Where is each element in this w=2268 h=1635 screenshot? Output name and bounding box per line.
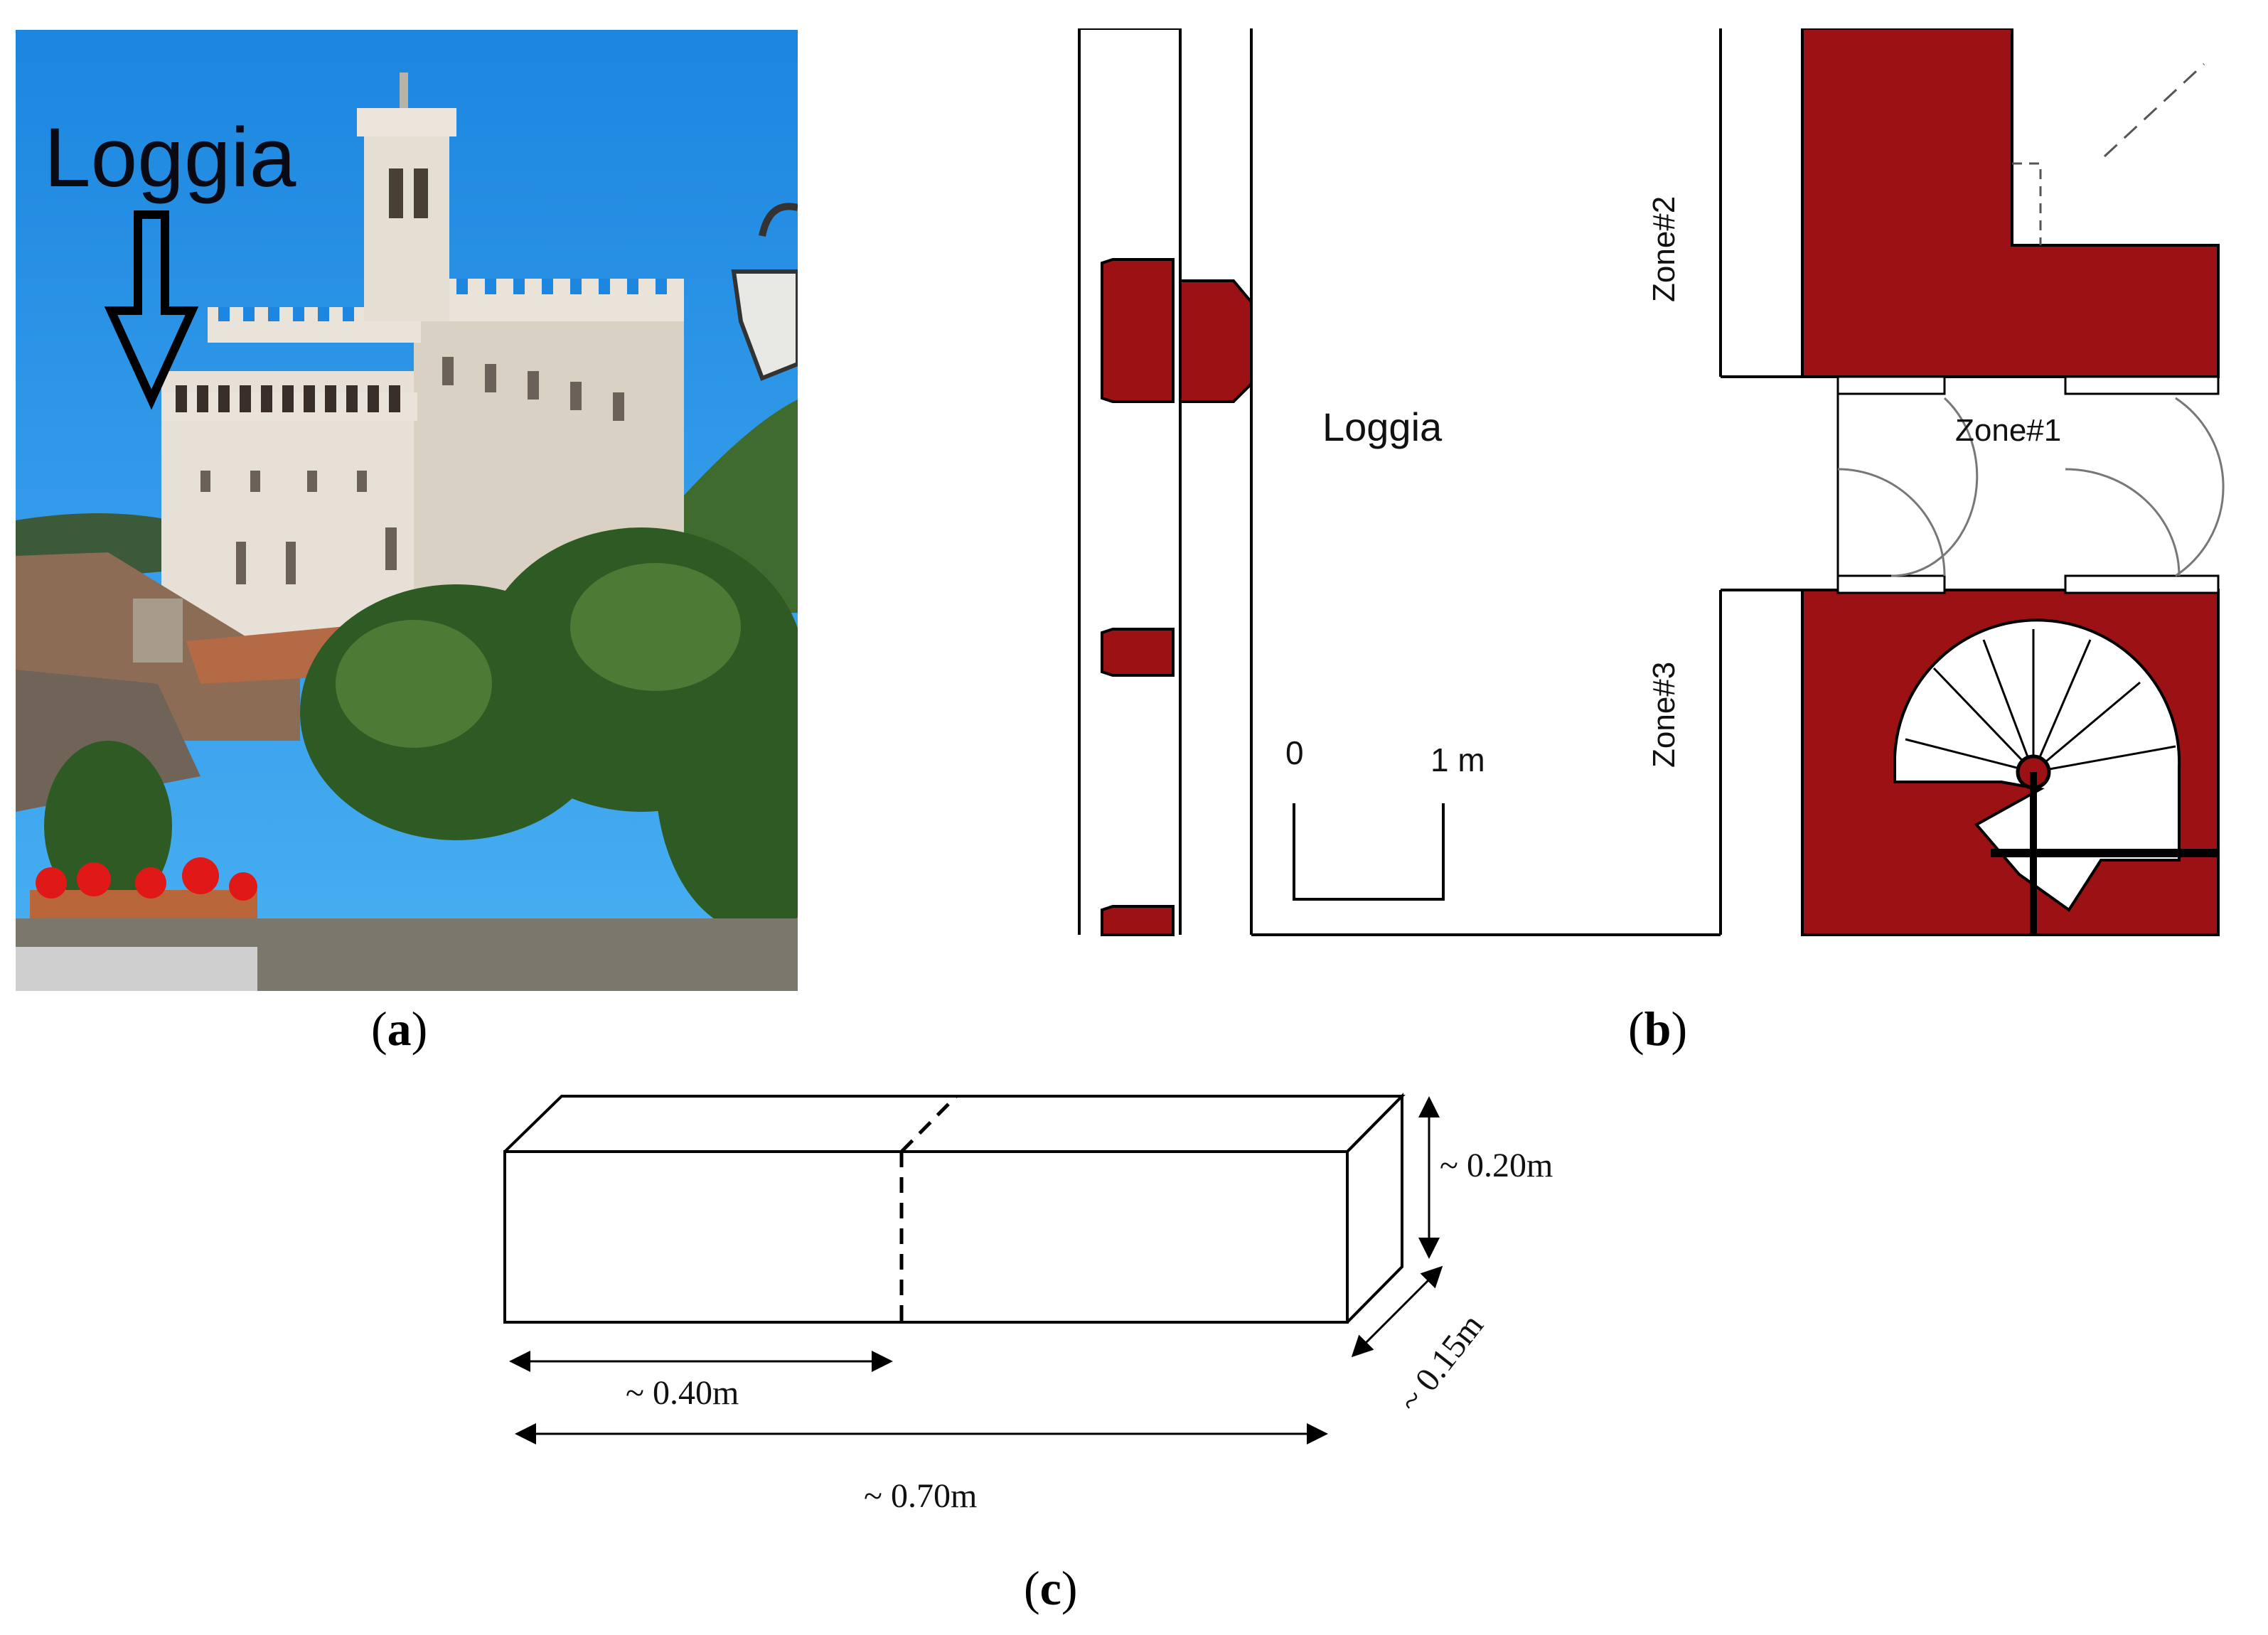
scale-end-label: 1 m xyxy=(1430,741,1485,778)
panel-label-c: (c) xyxy=(1024,1560,1078,1617)
loggia-windows xyxy=(176,385,400,412)
loggia-arrow-icon xyxy=(104,210,199,410)
split-line xyxy=(899,1095,958,1322)
dim-length-label: ~ 0.70m xyxy=(864,1477,977,1515)
photo-illustration: Loggia xyxy=(16,30,798,991)
paren-open: ( xyxy=(1024,1561,1040,1615)
block-diagram: ~ 0.20m ~ 0.15m ~ 0.40m ~ 0.70m xyxy=(503,1093,1553,1515)
wall-zone2 xyxy=(1801,28,2220,378)
photo-panel: Loggia xyxy=(16,30,798,991)
zone2-label: Zone#2 xyxy=(1647,196,1681,302)
paren-close: ) xyxy=(411,1002,428,1056)
photo-annotation: Loggia xyxy=(44,111,296,205)
panel-letter: c xyxy=(1039,1561,1061,1615)
room-label: Loggia xyxy=(1322,404,1443,449)
flower-pots xyxy=(30,857,257,918)
paren-open: ( xyxy=(371,1002,387,1056)
scale-bar xyxy=(1293,803,1445,901)
dim-partial-label: ~ 0.40m xyxy=(626,1374,739,1412)
dashed-diagonal xyxy=(2103,63,2205,158)
scale-start-label: 0 xyxy=(1285,734,1304,771)
pillars xyxy=(1101,258,1253,936)
dimension-arrows xyxy=(509,1096,1443,1444)
tower xyxy=(364,122,449,321)
paren-close: ) xyxy=(1671,1002,1688,1056)
block-outline xyxy=(503,1093,1406,1324)
panel-label-a: (a) xyxy=(371,1001,427,1057)
zone3-label: Zone#3 xyxy=(1647,662,1681,768)
street-lamp xyxy=(731,203,798,381)
dim-height-label: ~ 0.20m xyxy=(1440,1147,1553,1184)
paren-close: ) xyxy=(1061,1561,1078,1615)
panel-letter: b xyxy=(1644,1002,1671,1056)
dim-depth-label: ~ 0.15m xyxy=(1391,1307,1491,1420)
door-zone1 xyxy=(1836,375,2220,594)
zone1-label: Zone#1 xyxy=(1955,413,2061,448)
panel-label-b: (b) xyxy=(1628,1001,1687,1057)
block-panel: ~ 0.20m ~ 0.15m ~ 0.40m ~ 0.70m xyxy=(491,1081,1628,1535)
door-swings xyxy=(1837,397,2225,577)
spiral-staircase xyxy=(1893,618,2218,935)
panel-letter: a xyxy=(387,1002,412,1056)
plan-lines xyxy=(1078,28,1802,936)
floor-plan: Loggia Zone#1 Zone#2 Zone#3 0 1 m xyxy=(1078,28,2225,936)
paren-open: ( xyxy=(1628,1002,1644,1056)
floor-plan-panel: Loggia Zone#1 Zone#2 Zone#3 0 1 m xyxy=(1066,28,2268,945)
